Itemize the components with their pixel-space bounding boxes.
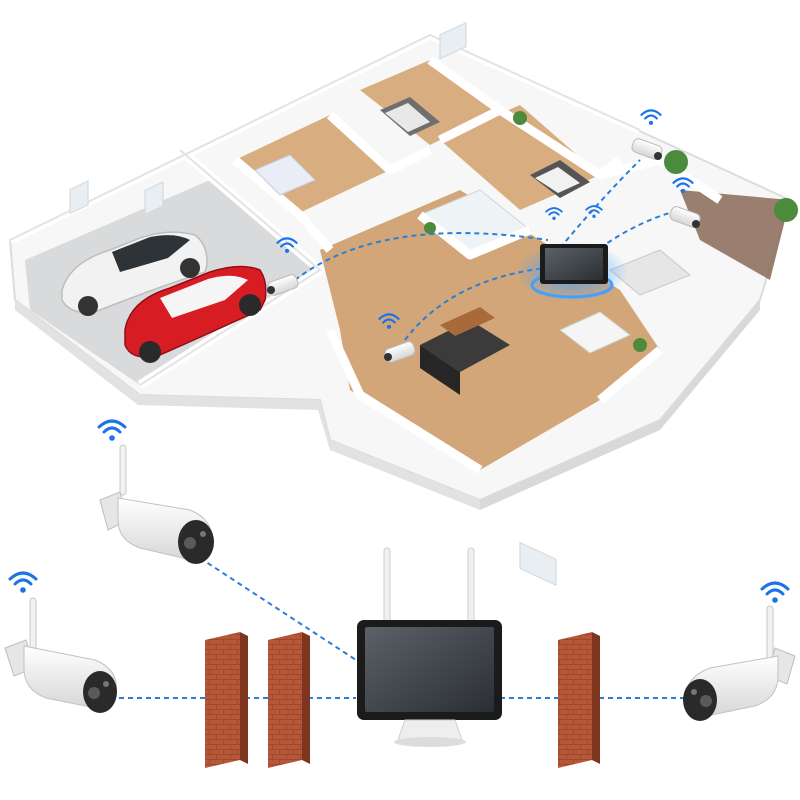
nvr-monitor: [357, 547, 502, 747]
house-floorplan: [8, 21, 798, 587]
car-red: [124, 265, 267, 363]
house-links: [294, 159, 681, 341]
camera-right: [683, 581, 796, 721]
antenna-icon: [467, 547, 475, 624]
camera-top-left: [97, 419, 214, 564]
house-camera-patio: [669, 177, 701, 228]
house-camera-garage: [267, 237, 299, 296]
living-floor: [320, 190, 660, 470]
house-camera-kitchen: [378, 313, 416, 363]
camera-left: [4, 571, 118, 713]
antenna-icon: [119, 444, 127, 496]
brick-wall-left-2: [268, 632, 310, 768]
house-camera-bedroom: [631, 109, 663, 160]
kitchen-island: [420, 320, 510, 372]
antenna-icon: [766, 605, 774, 662]
wifi-icon: [640, 109, 662, 126]
brick-wall-right: [558, 632, 600, 768]
car-white: [61, 231, 208, 316]
antenna-icon: [29, 597, 37, 654]
wifi-icon: [760, 581, 790, 604]
plant-decor: [424, 111, 798, 352]
antenna-icon: [383, 547, 391, 624]
brick-wall-left-1: [205, 632, 248, 768]
house-monitor: [516, 205, 628, 302]
bed-furniture: [254, 97, 590, 198]
wifi-icon: [8, 571, 38, 594]
wifi-icon: [97, 419, 127, 442]
